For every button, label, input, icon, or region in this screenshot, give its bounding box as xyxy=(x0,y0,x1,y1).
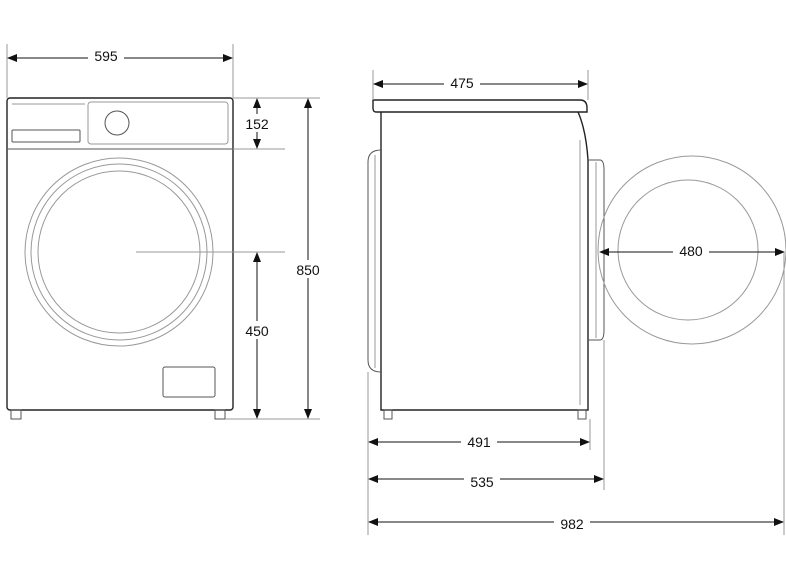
front-view: 595 152 450 850 xyxy=(6,44,325,420)
panel-height-label: 152 xyxy=(245,116,269,132)
depth-with-door-label-bg xyxy=(464,472,500,490)
door-center-label: 450 xyxy=(245,323,269,339)
side-front-foot xyxy=(577,409,587,420)
left-foot xyxy=(10,409,22,420)
depth-door-open-label-bg xyxy=(554,514,590,532)
side-top-panel xyxy=(372,99,588,113)
door-center-label-bg xyxy=(240,321,274,339)
total-height-label: 850 xyxy=(296,262,320,278)
top-depth-label: 475 xyxy=(450,75,474,91)
side-rear-foot xyxy=(383,409,393,420)
door-diameter-label: 480 xyxy=(679,243,703,259)
front-body xyxy=(6,97,234,411)
width-label-bg xyxy=(88,47,124,65)
depth-door-open-label: 982 xyxy=(560,516,584,532)
program-knob xyxy=(104,110,130,136)
side-view: 475 480 491 535 982 xyxy=(367,70,786,535)
open-door-outer xyxy=(597,155,786,345)
body-depth-label: 491 xyxy=(467,434,491,450)
panel-height-label-bg xyxy=(240,114,274,132)
top-depth-label-bg xyxy=(444,73,480,91)
right-foot xyxy=(214,409,226,420)
depth-with-door-label: 535 xyxy=(470,474,494,490)
body-depth-label-bg xyxy=(461,432,497,450)
width-label: 595 xyxy=(94,48,118,64)
display-panel xyxy=(87,101,229,145)
side-body xyxy=(380,111,589,411)
rear-bulge xyxy=(367,149,382,373)
total-height-label-bg xyxy=(291,260,325,278)
detergent-drawer xyxy=(11,129,81,143)
door-diameter-label-bg xyxy=(673,241,709,259)
filter-cover xyxy=(162,366,216,398)
